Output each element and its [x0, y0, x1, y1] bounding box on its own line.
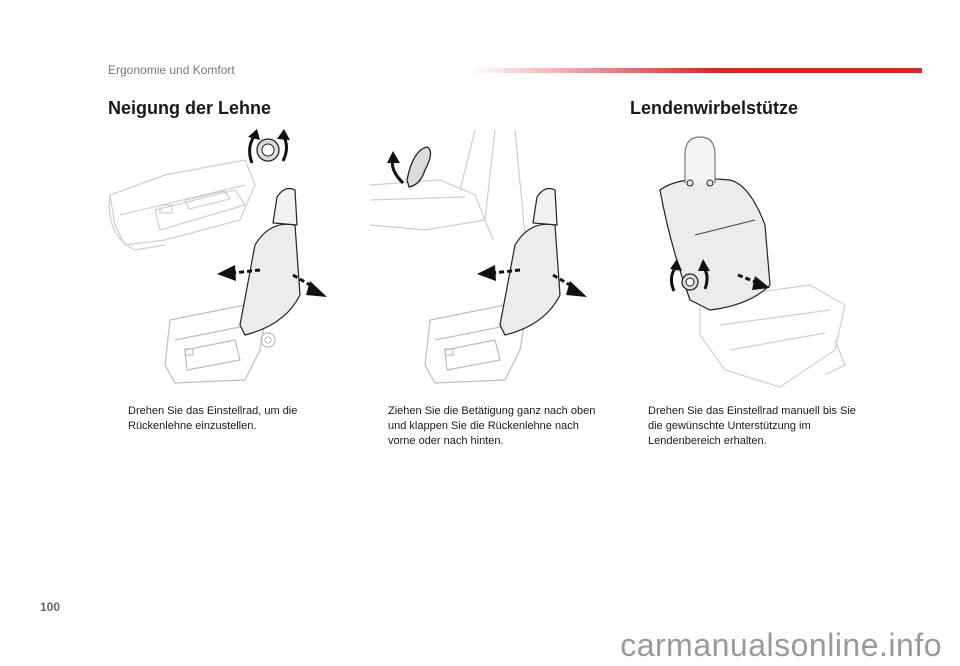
illustration-recline-lever [369, 129, 587, 384]
chapter-accent-bar [470, 68, 922, 73]
chapter-title: Ergonomie und Komfort [108, 63, 235, 77]
rotate-arrow-icon [248, 129, 290, 164]
instruction-3: Drehen Sie das Einstellrad manuell bis S… [648, 405, 856, 447]
illustration-lumbar-support [659, 136, 846, 388]
page-number: 100 [40, 600, 61, 614]
section-title-recline: Neigung der Lehne [108, 98, 272, 118]
instruction-2: Ziehen Sie die Betätigung ganz nach oben… [388, 405, 596, 447]
tilt-arrow-icon [217, 265, 327, 297]
lever-arrow-icon [387, 151, 405, 185]
section-title-lumbar: Lendenwirbelstütze [630, 98, 799, 118]
tilt-arrow-icon [477, 265, 587, 297]
illustration-recline-wheel [108, 129, 327, 384]
watermark[interactable]: carmanualsonline.info [620, 627, 942, 663]
lumbar-dial-icon [669, 259, 770, 292]
instruction-1: Drehen Sie das Einstellrad, um die Rücke… [128, 405, 298, 432]
